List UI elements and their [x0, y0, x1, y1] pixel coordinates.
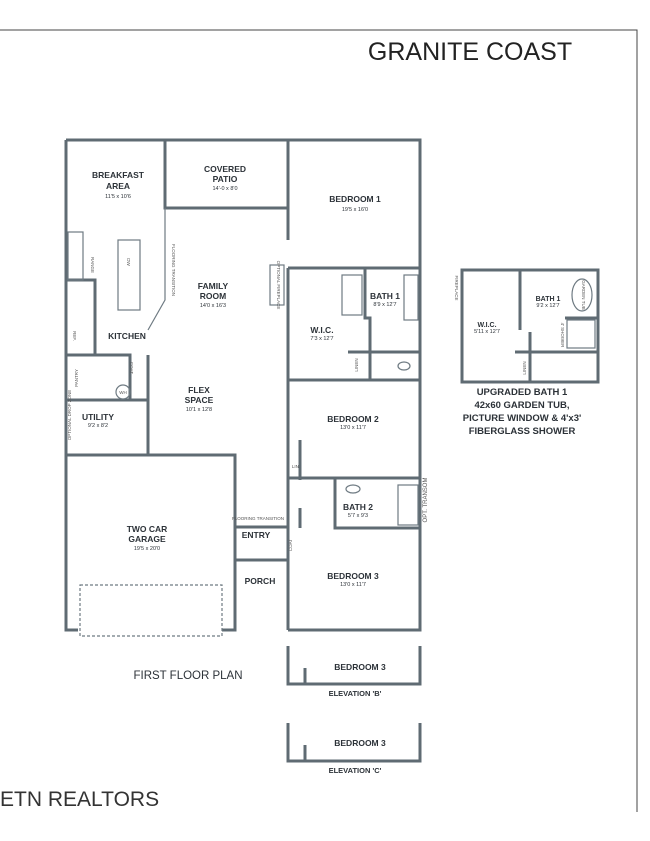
linen-label: LINEN — [354, 358, 359, 371]
patio-dims: 14'-0 x 8'0 — [212, 186, 237, 192]
elevation-b-room: BEDROOM 3 — [334, 662, 386, 672]
patio-label: COVERED — [204, 164, 246, 174]
fireplace-label: OPTIONAL FIREPLACE — [276, 261, 281, 310]
flex-dims: 10'1 x 12'8 — [186, 407, 212, 413]
upgrade-note-line-3: PICTURE WINDOW & 4'x3' — [463, 413, 582, 424]
upgrade-note-line-4: FIBERGLASS SHOWER — [469, 426, 576, 437]
walls — [64, 138, 422, 632]
water-heater-label: WH — [119, 390, 127, 395]
drop-zone-label: OPTIONAL DROP ZONE — [67, 390, 72, 441]
bedroom3-label: BEDROOM 3 — [327, 571, 379, 581]
family-dims: 14'0 x 16'3 — [200, 303, 226, 309]
elevation-c-label: ELEVATION 'C' — [329, 766, 382, 775]
upgrade-fireplace-label: FIREPLACE — [454, 275, 459, 300]
upgrade-note-line-1: UPGRADED BATH 1 — [477, 387, 568, 398]
upgraded-bath-walls — [460, 268, 600, 384]
entry-label: ENTRY — [242, 530, 271, 540]
patio-label-2: PATIO — [213, 174, 238, 184]
kitchen-label: KITCHEN — [108, 331, 146, 341]
upgrade-bath-dims: 9'2 x 12'7 — [536, 303, 559, 309]
breakfast-label: BREAKFAST — [92, 170, 145, 180]
range-label: RANGE — [90, 257, 95, 273]
flooring-transition-label-2: FLOORING TRANSITION — [232, 516, 284, 521]
upgrade-shower-label: 4' SHOWER — [560, 323, 565, 349]
bedroom2-dims: 13'0 x 11'7 — [340, 425, 366, 431]
upgrade-bath-label: BATH 1 — [536, 296, 561, 303]
garden-tub-icon — [571, 278, 593, 312]
flex-label: FLEX — [188, 385, 210, 395]
first-floor-plan-label: FIRST FLOOR PLAN — [133, 670, 242, 682]
elevation-b-label: ELEVATION 'B' — [329, 689, 382, 698]
elevation-b-walls — [286, 646, 422, 686]
page-frame — [0, 29, 638, 812]
elevation-c-room: BEDROOM 3 — [334, 738, 386, 748]
dw-label: DW — [126, 258, 131, 266]
garage-label-2: GARAGE — [128, 534, 166, 544]
flooring-transition-label: FLOORING TRANSITION — [171, 244, 176, 296]
breakfast-dims: 11'5 x 10'6 — [105, 194, 131, 200]
breakfast-label-2: AREA — [106, 181, 130, 191]
bedroom1-label: BEDROOM 1 — [329, 194, 381, 204]
garage-label: TWO CAR — [127, 524, 168, 534]
garage-dims: 19'5 x 20'0 — [134, 546, 160, 552]
wic-dims: 7'3 x 12'7 — [310, 336, 333, 342]
bath1-label: BATH 1 — [370, 291, 400, 301]
pantry-label: PANTRY — [74, 369, 79, 387]
plan-title: GRANITE COAST — [368, 38, 572, 66]
wic-label: W.I.C. — [310, 325, 333, 335]
family-label: FAMILY — [198, 281, 229, 291]
upgrade-wic-dims: 5'11 x 12'7 — [474, 329, 500, 335]
family-label-2: ROOM — [200, 291, 226, 301]
upgrade-linen-label: LINEN — [522, 361, 527, 374]
elevation-c-walls — [286, 723, 422, 763]
porch-label: PORCH — [245, 576, 276, 586]
bath1-dims: 8'9 x 12'7 — [373, 302, 396, 308]
flex-label-2: SPACE — [185, 395, 214, 405]
upgrade-note-line-2: 42x60 GARDEN TUB, — [474, 400, 569, 411]
bath2-label: BATH 2 — [343, 502, 373, 512]
upgrade-wic-label: W.I.C. — [477, 322, 496, 329]
bath2-dims: 5'7 x 9'3 — [348, 513, 368, 519]
bedroom3-dims: 13'0 x 11'7 — [340, 582, 366, 588]
opt-transom-label: OPT. TRANSOM — [423, 478, 429, 523]
coat-label: COAT — [129, 362, 134, 374]
coat2-label: COAT — [288, 539, 293, 551]
utility-dims: 9'2 x 8'2 — [88, 423, 108, 429]
lin-label: LIN. — [292, 464, 300, 469]
ref-label: REF. — [72, 331, 77, 341]
watermark: ETN REALTORS — [0, 788, 160, 811]
upgrade-tub-label: GARDEN TUB — [581, 280, 586, 309]
shower-icon — [566, 319, 596, 349]
bedroom1-dims: 19'5 x 16'0 — [342, 207, 368, 213]
utility-label: UTILITY — [82, 412, 114, 422]
fixtures — [67, 208, 419, 637]
bedroom2-label: BEDROOM 2 — [327, 414, 379, 424]
